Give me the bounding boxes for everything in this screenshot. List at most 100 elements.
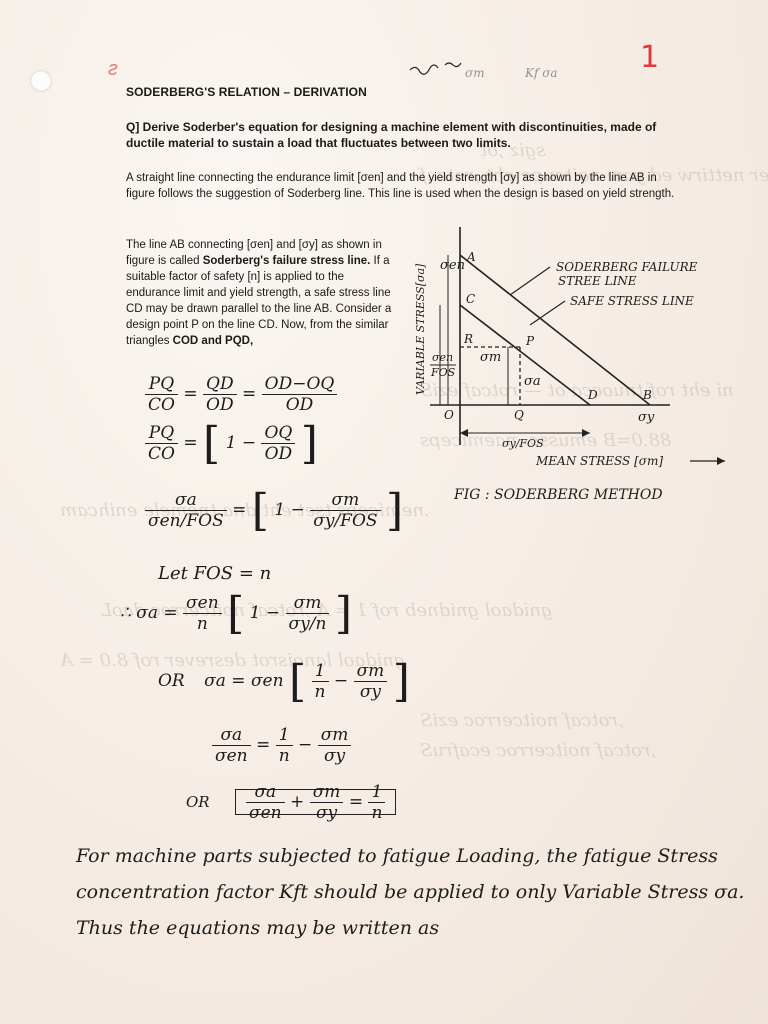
numerator: σa	[246, 782, 285, 803]
soderberg-diagram: A B C D O P Q R σen σen FOS σm σa σy σy/…	[414, 227, 725, 503]
numerator: σm	[317, 725, 352, 746]
section-title: SODERBERG'S RELATION – DERIVATION	[126, 85, 367, 99]
sigma-y-label: σy	[638, 410, 655, 425]
point-c: C	[466, 292, 475, 306]
sigma-en-label: σen	[440, 258, 465, 273]
minus: −	[333, 671, 349, 691]
safe-line-cd	[459, 304, 591, 406]
numerator: PQ	[145, 423, 178, 444]
numerator: σm	[310, 490, 381, 511]
red-scribble: ƨ	[108, 58, 118, 80]
top-scribble: σm Kf σa	[409, 62, 558, 80]
numerator: PQ	[145, 374, 178, 395]
equals: =	[256, 735, 271, 755]
failure-line-label-2: STREE LINE	[558, 274, 637, 288]
page-number: 1	[640, 40, 660, 75]
numerator: σm	[285, 593, 330, 614]
point-p: P	[525, 334, 535, 348]
numerator: 1	[368, 782, 386, 803]
numerator: σa	[145, 490, 227, 511]
denominator: OD	[264, 444, 293, 464]
therefore-symbol: ∴	[120, 603, 131, 623]
point-b: B	[642, 388, 652, 402]
or-label: OR	[158, 671, 185, 691]
denominator: OD	[285, 395, 314, 415]
svg-text:Kf σa: Kf σa	[524, 66, 558, 80]
numerator: OD−OQ	[261, 374, 338, 395]
point-q: Q	[514, 408, 524, 422]
sigma-a-label: σa	[524, 374, 541, 389]
bracket: [	[288, 656, 307, 707]
denominator: σy/n	[288, 614, 327, 634]
numerator: σm	[353, 661, 388, 682]
bracket: ]	[334, 588, 352, 639]
description-paragraph: The line AB connecting [σen] and [σy] as…	[126, 237, 401, 349]
point-a: A	[466, 250, 476, 264]
lhs: σa =	[136, 603, 178, 623]
failure-line-ab	[459, 254, 651, 406]
denominator: CO	[148, 444, 175, 464]
point-o: O	[444, 408, 454, 422]
sigma-m-label: σm	[480, 350, 501, 365]
numerator: 1	[311, 661, 329, 682]
one-minus: 1 −	[225, 433, 257, 453]
or-label: OR	[186, 793, 210, 811]
denominator: σy	[315, 803, 338, 823]
safe-pointer	[529, 300, 566, 326]
sigma-y-fos-label: σy/FOS	[502, 437, 544, 450]
denominator: σy	[359, 682, 382, 702]
bracket: ]	[392, 656, 410, 707]
denominator: n	[371, 803, 383, 823]
numerator: σa	[212, 725, 251, 746]
plus: +	[290, 792, 305, 812]
denominator: CO	[148, 395, 175, 415]
bracket: ]	[300, 418, 318, 469]
sigma-en-fos-num: σen	[432, 351, 453, 364]
denominator: σy	[323, 746, 346, 766]
sigma-en-fos-den: FOS	[430, 366, 456, 379]
description-text: The line AB connecting [σen] and [σy] as…	[126, 239, 382, 267]
lhs: σa = σen	[204, 671, 284, 691]
description-text: If a suitable factor of safety [n] is ap…	[126, 255, 392, 347]
bleed-through-text: ,rotcaf noitcerroc ecafruS	[420, 740, 657, 761]
bracket: [	[203, 418, 221, 469]
one-minus: 1 −	[249, 603, 281, 623]
denominator: n	[314, 682, 326, 702]
equals: =	[348, 792, 364, 812]
denominator: σen	[249, 803, 282, 823]
description-bold: Soderberg's failure stress line.	[202, 255, 371, 267]
failure-pointer	[509, 266, 551, 296]
punch-hole	[30, 70, 52, 92]
denominator: σy/FOS	[313, 511, 378, 531]
denominator: n	[196, 614, 208, 634]
numerator: σm	[309, 782, 344, 803]
point-r: R	[463, 332, 473, 346]
x-axis-label: MEAN STRESS [σm]	[535, 454, 663, 468]
y-axis-label: VARIABLE STRESS[σa]	[414, 263, 427, 395]
numerator: OQ	[261, 423, 296, 444]
svg-text:σm: σm	[465, 66, 485, 80]
let-statement: Let FOS = n	[158, 563, 272, 584]
denominator: n	[278, 746, 290, 766]
safe-line-label: SAFE STRESS LINE	[570, 294, 694, 308]
